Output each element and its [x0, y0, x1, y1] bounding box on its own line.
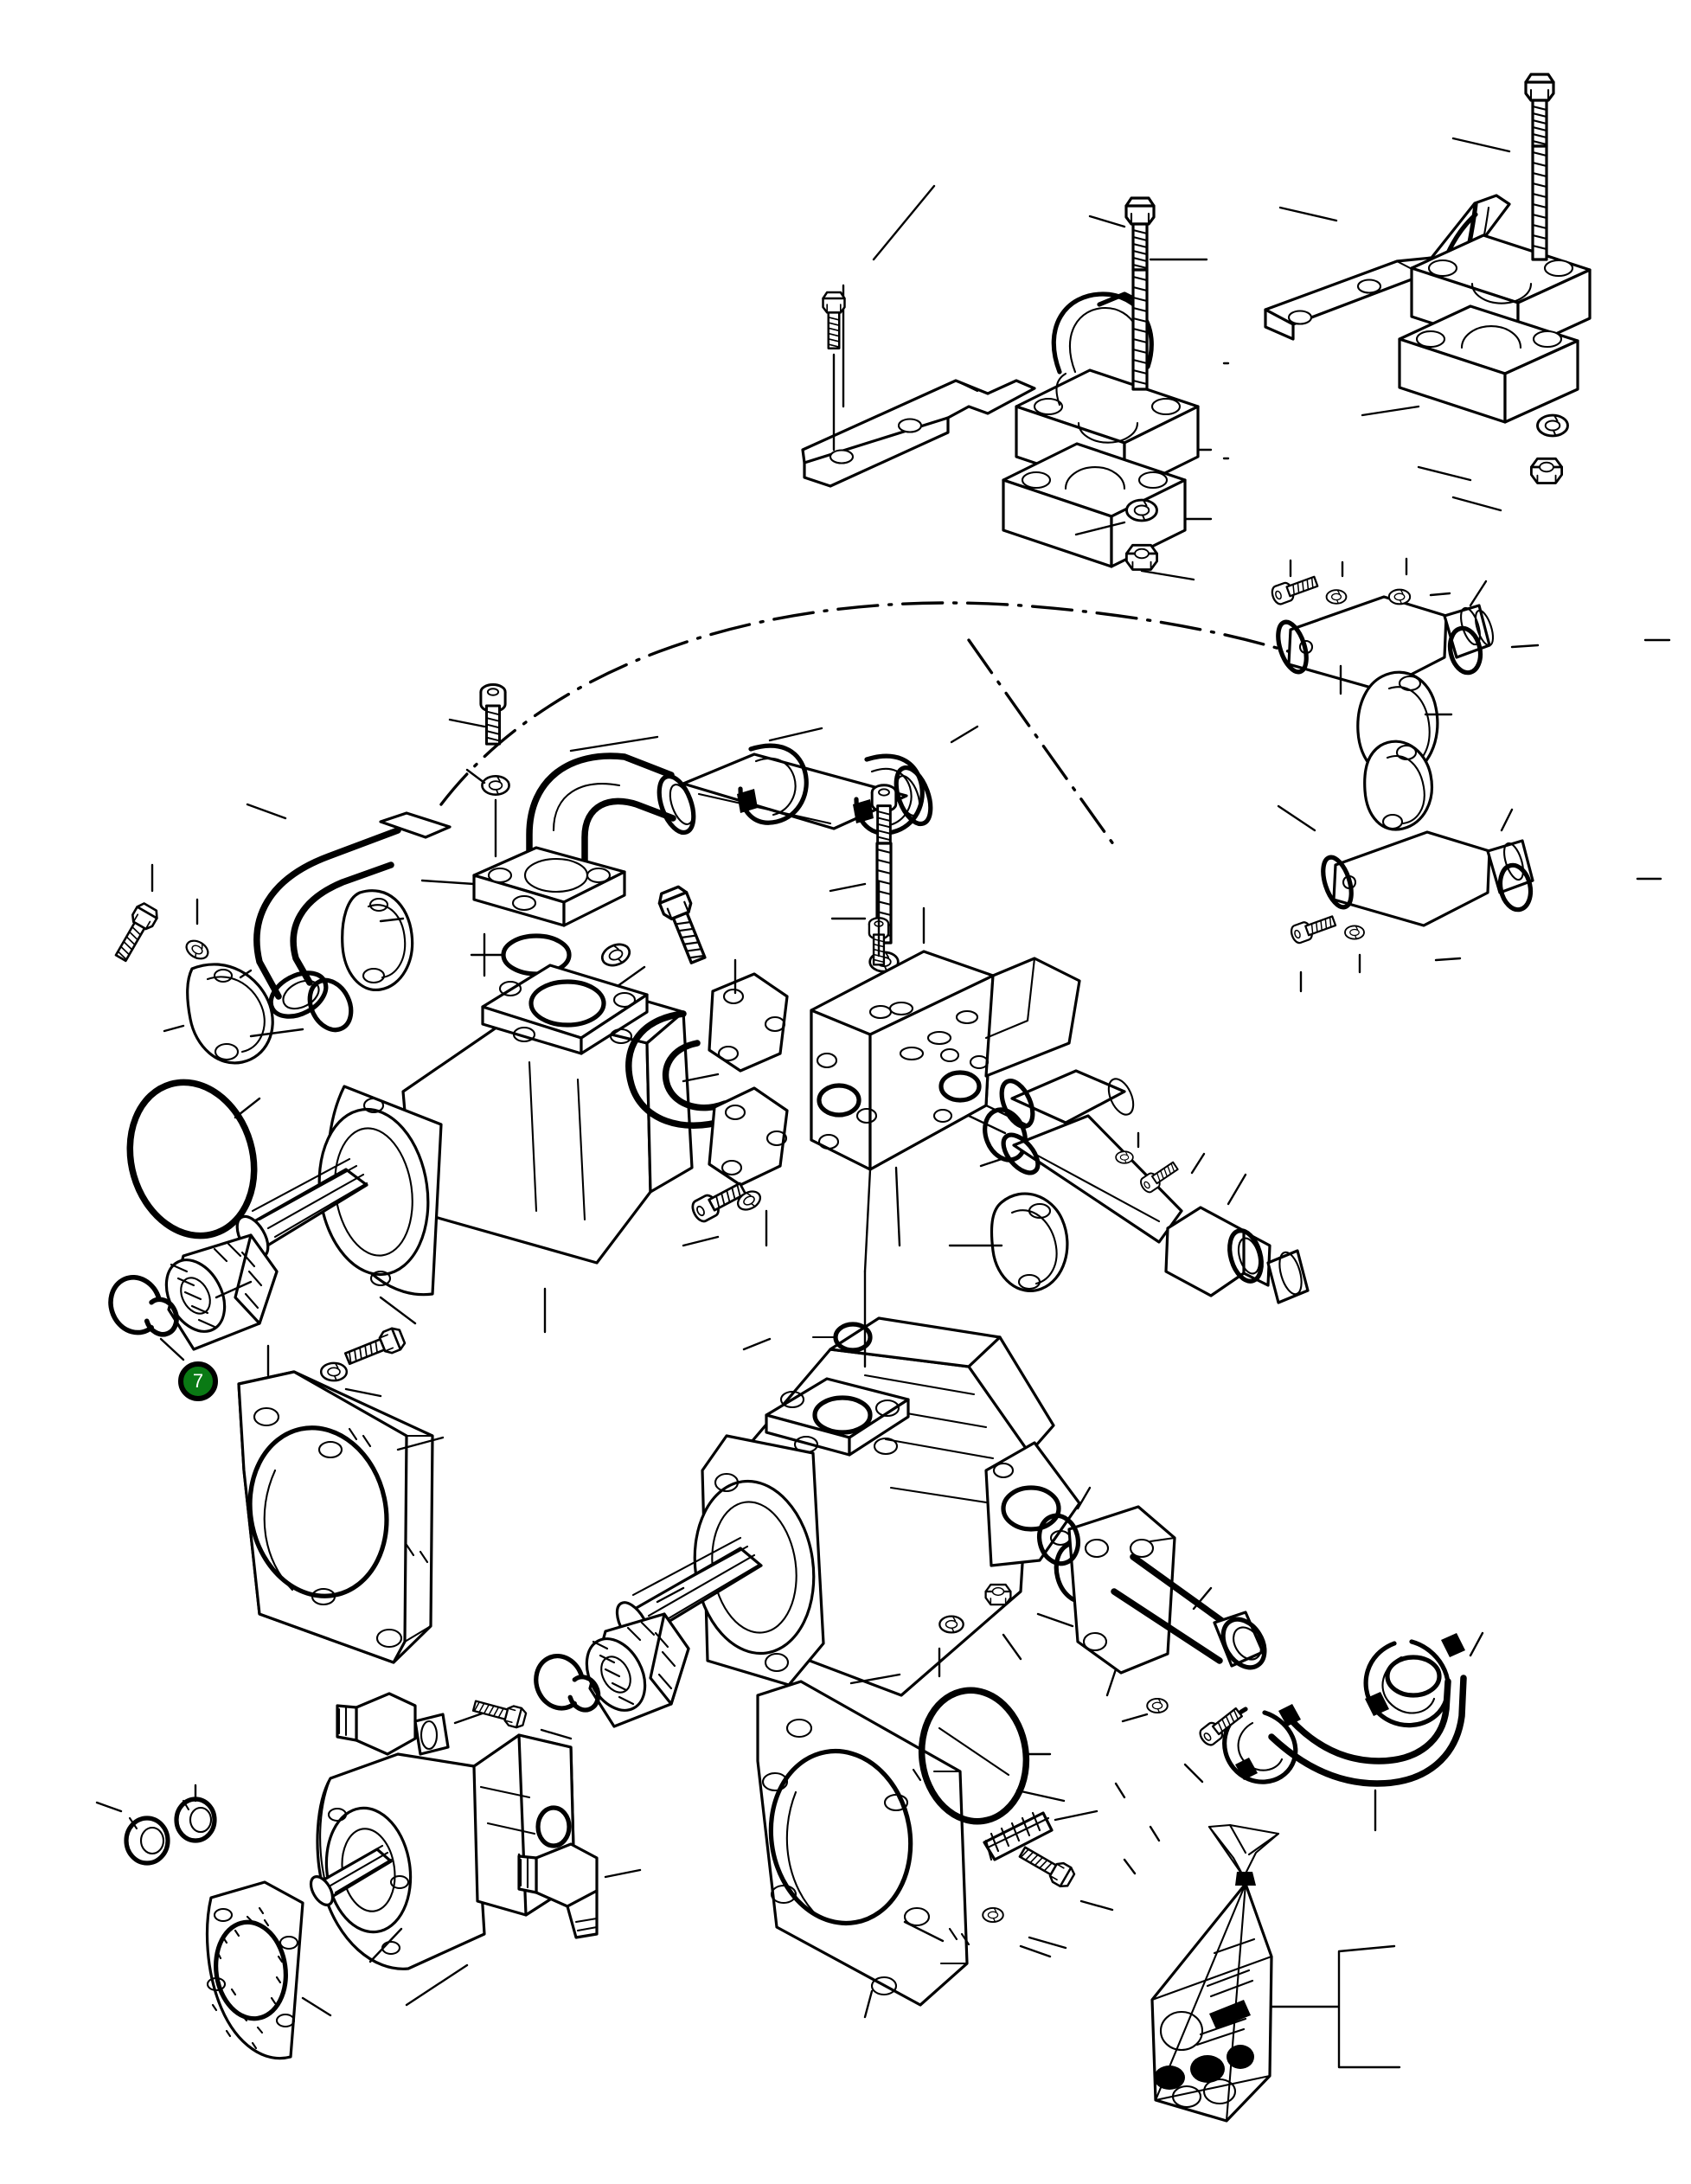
clamp-block-lower-left [1002, 442, 1187, 568]
return-tube-u-bend [625, 958, 789, 1187]
callout-marker-7[interactable]: 7 [178, 1361, 218, 1401]
valve-manifold-block [810, 906, 1135, 1273]
hex-nut-shaft [984, 1583, 1012, 1606]
elbow-tube-lower-right [1268, 1675, 1467, 1787]
o-ring-adapter-plate [918, 1687, 1030, 1825]
piston-pump-upper-left [171, 964, 720, 1334]
hex-bolt-elbow-left [109, 900, 162, 965]
pipe-clamp-assembly-left [801, 184, 1213, 581]
tube-flange-square-right [1067, 1505, 1176, 1675]
pressure-line-right [1037, 1486, 1484, 1832]
lock-washer-fitting-upper [1325, 589, 1348, 605]
elbow-fitting-lower [517, 1842, 642, 1939]
mounting-adapter-plate-left [237, 1344, 445, 1664]
lock-washer-fitting-upper-2 [1387, 588, 1412, 605]
lock-washer-adapter-lower [982, 1906, 1004, 1924]
pipe-clamp-assembly-right [1222, 73, 1592, 512]
hose-clamp-band-right-a [1222, 1704, 1301, 1784]
lock-washer-adapter [319, 1361, 349, 1382]
split-flange-clamp-half-left-b [341, 889, 414, 991]
pressure-tube-straight [1111, 1553, 1267, 1670]
cork-gasket [205, 1880, 332, 2060]
lock-washer-upper [481, 775, 510, 796]
lock-washer-tube-right [1146, 1697, 1169, 1714]
lock-washer-elbow-left [182, 936, 213, 964]
tube-flange-square [472, 846, 626, 927]
stud-bolt-adapter [983, 1811, 1054, 1861]
mounting-bracket-plate-left [801, 379, 1036, 488]
split-flange-clamp-half-lower [1363, 740, 1433, 831]
hex-nut-right [1529, 457, 1564, 484]
o-ring-tube-right [1037, 1513, 1080, 1566]
o-ring-small-pump-lower [811, 1322, 873, 1353]
connector-rod-right [967, 1114, 1183, 1244]
o-ring-fitting-upper [1447, 625, 1483, 676]
hex-bolt-long-right [1524, 73, 1555, 261]
o-ring-elbow-left [307, 977, 354, 1033]
hex-bolt-adapter-lower [1015, 1841, 1078, 1891]
hex-nut-connector [1164, 1173, 1310, 1304]
mounting-bracket-plate-right [1264, 194, 1511, 341]
hose-clamp-band-b [853, 753, 925, 836]
suction-tube-bent [526, 753, 676, 887]
socket-cap-screw-fitting-lower [1288, 911, 1338, 946]
socket-cap-screw-tube-right [1196, 1703, 1246, 1749]
o-ring-small-valve [983, 1107, 1028, 1162]
lock-washer-flange [598, 939, 634, 970]
bushing-adapter-b [124, 1816, 170, 1866]
clamp-block-lower-right [1398, 304, 1579, 424]
callout-7-leader [159, 1337, 185, 1361]
hex-bolt-flange [655, 883, 714, 968]
o-ring-large-upper [126, 1079, 258, 1239]
hose-end-fitting-upper-right [1276, 580, 1540, 695]
split-flange-half [990, 1192, 1069, 1292]
hex-bolt-adapter [342, 1324, 408, 1371]
hardware-kit-bag [1150, 1823, 1401, 2123]
hose-clamp-band-a [737, 743, 809, 825]
socket-cap-screw-fitting-upper [1269, 571, 1321, 607]
gear-pump-lower-left [309, 1733, 576, 2007]
hex-nut-left [1124, 543, 1159, 571]
elbow-tube-left-assembly [109, 803, 452, 1065]
lock-washer-shaft [938, 1615, 964, 1634]
bushing-adapter-a [174, 1797, 217, 1843]
piston-pump-lower-centre [615, 1270, 1081, 1749]
hex-bolt-long-left [1124, 196, 1156, 391]
phantom-centerline-arc [439, 601, 1334, 849]
lock-washer-fitting-lower [1344, 925, 1365, 940]
o-ring-fitting-lower [1497, 862, 1534, 913]
lock-washer-connector [1115, 1150, 1134, 1164]
flat-washer-right [1536, 413, 1569, 438]
callout-marker-7-label: 7 [192, 1370, 204, 1392]
hex-bolt-small-left [822, 291, 846, 349]
socket-head-cap-screw-upper [479, 683, 507, 746]
mounting-adapter-plate-centre [756, 1673, 1052, 2019]
hose-end-fitting-lower-right [1277, 804, 1534, 927]
split-flange-clamp-half-left-a [186, 963, 274, 1065]
splined-coupling-gear-upper [164, 1233, 279, 1351]
hex-bolt-gear-pump [471, 1694, 528, 1730]
flat-washer-left [1125, 498, 1158, 522]
splined-coupling-gear-lower [585, 1612, 690, 1728]
elbow-fitting-upper [336, 1692, 491, 1756]
misc-leader-ticks [95, 638, 1671, 1875]
hose-clamp-band-right-b [1363, 1633, 1465, 1728]
